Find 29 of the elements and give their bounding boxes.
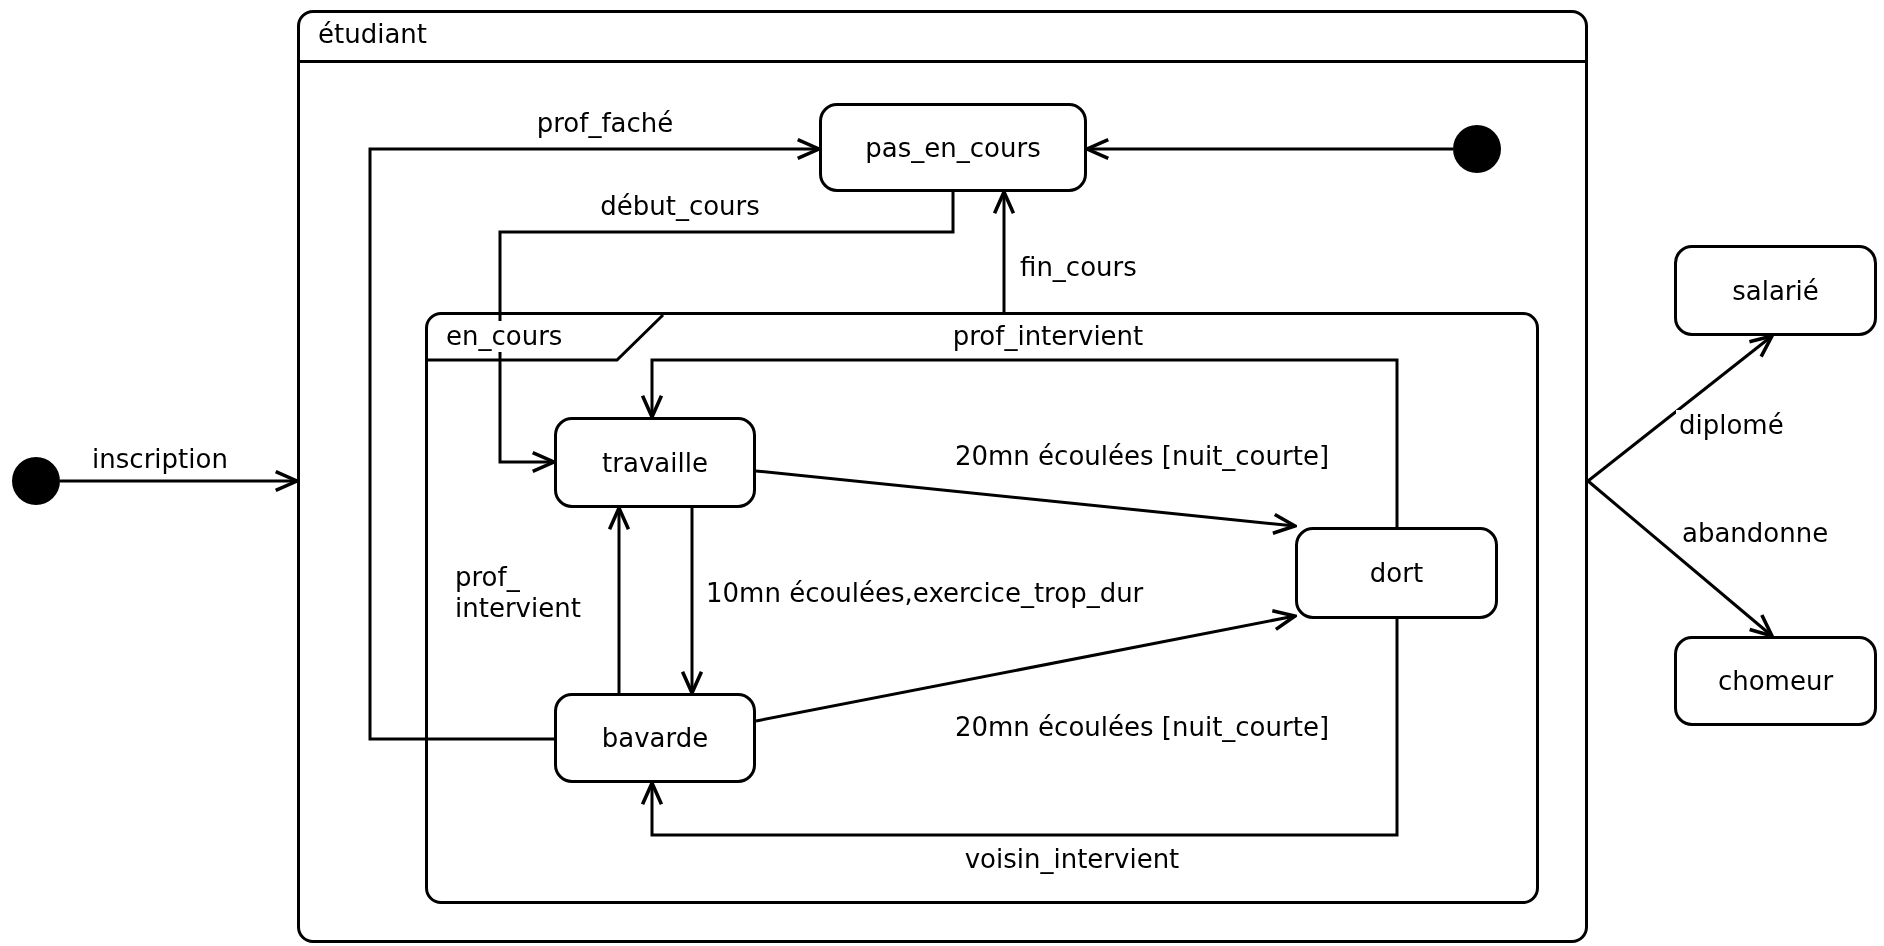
initial-state-dot	[12, 457, 60, 505]
transition-arrow	[755, 609, 1297, 723]
state-name: salarié	[1732, 275, 1819, 306]
transition-arrow	[1587, 479, 1774, 638]
transition-arrow	[755, 469, 1297, 535]
composite-state	[297, 10, 1588, 943]
transition-arrow	[1085, 137, 1453, 161]
transition-arrow	[640, 358, 1399, 527]
state-name: pas_en_cours	[865, 132, 1041, 163]
composite-state	[425, 312, 1539, 904]
state-name: travaille	[602, 447, 708, 478]
transition-arrow	[498, 192, 955, 474]
transition-arrow	[992, 190, 1016, 312]
transition-arrow	[607, 506, 631, 693]
state-box	[1295, 527, 1498, 619]
transition-arrow	[1587, 334, 1774, 483]
transition-arrow	[680, 508, 704, 695]
state-box	[819, 103, 1087, 192]
state-box	[554, 417, 756, 508]
state-name: bavarde	[601, 723, 709, 753]
state-name: chomeur	[1717, 666, 1834, 696]
state-box	[1674, 636, 1877, 726]
state-name: dort	[1369, 558, 1424, 588]
transition-arrow	[368, 137, 821, 741]
transition-arrow	[640, 619, 1399, 837]
initial-state-dot	[1453, 125, 1501, 173]
state-box	[554, 693, 756, 783]
transition-arrow	[60, 469, 299, 493]
state-box	[1674, 245, 1877, 336]
